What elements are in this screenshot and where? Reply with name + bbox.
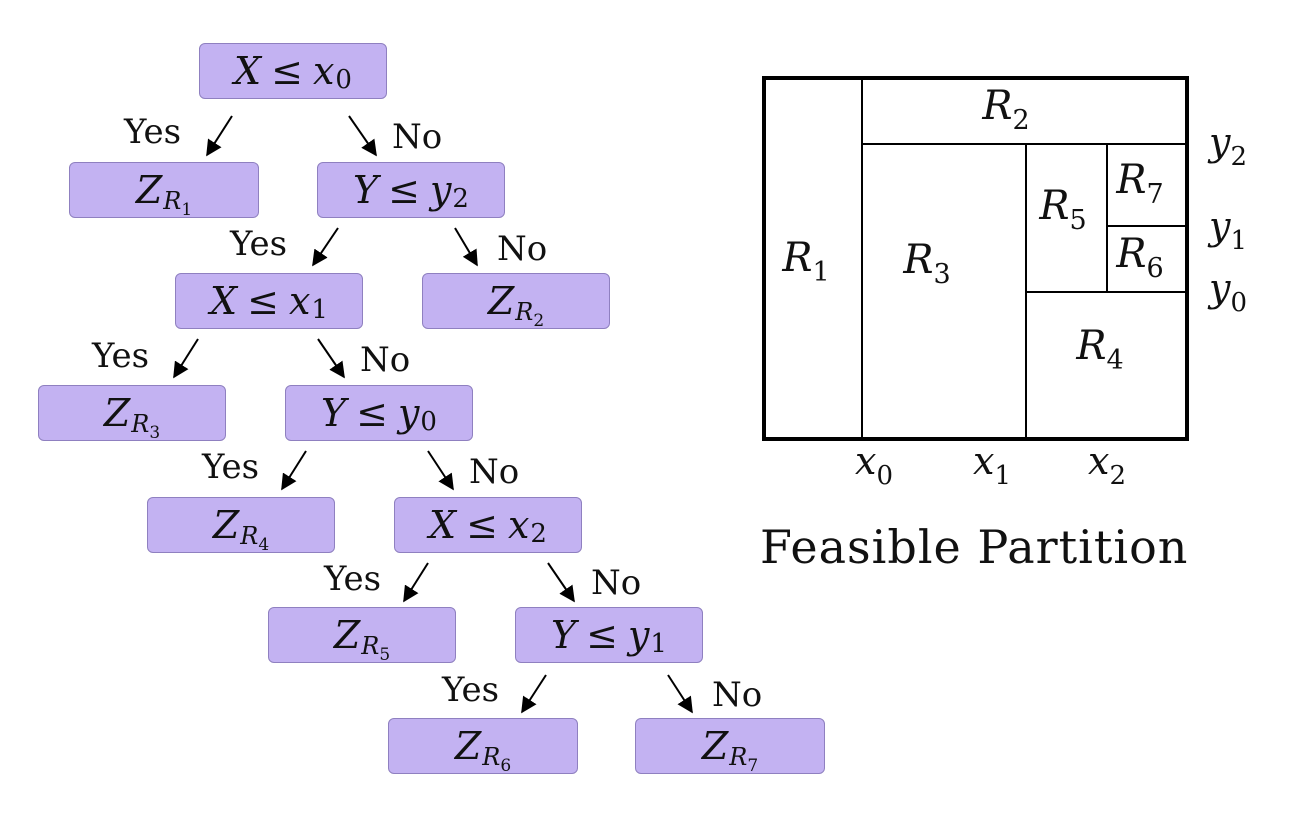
arrow-root-no [348,115,377,157]
leaf-symbol: Z [701,724,729,768]
edge-label-yes: Yes [92,336,150,376]
node-var: Y [551,613,577,657]
leaf-region-subscript: 3 [149,423,161,443]
leaf-region-subscript: 6 [500,756,512,776]
leaf-region-subscript: 1 [181,200,193,220]
region-label-r4: R4 [1076,323,1124,376]
region-label-r1: R1 [782,235,830,288]
edge-label-no: No [712,675,763,715]
region-label-r6: R6 [1116,231,1164,284]
leaf-symbol: Z [212,503,240,547]
leaf-region-subscript: 2 [533,311,545,331]
leaf-region: R [515,298,534,326]
arrow-y1-no [667,674,693,714]
leaf-symbol: Z [135,168,163,212]
leaf-region: R [131,410,150,438]
arrow-x1-no [317,338,345,379]
node-threshold: y [429,168,452,212]
edge-label-no: No [360,340,411,380]
region-label-r3: R3 [903,237,951,290]
node-var: Y [321,391,347,435]
node-relation: ≤ [388,168,420,212]
tick-label-y2: y2 [1208,120,1248,172]
region-label-r2: R2 [982,83,1030,136]
node-threshold-subscript: 1 [311,295,328,325]
node-threshold-subscript: 0 [420,407,437,437]
node-var: Y [353,168,379,212]
leaf-region: R [240,522,259,550]
node-var: X [234,49,262,93]
edge-label-yes: Yes [202,447,260,487]
leaf-region-subscript: 4 [258,535,270,555]
node-relation: ≤ [247,279,279,323]
node-var: X [429,503,457,547]
edge-label-yes: Yes [124,112,182,152]
node-threshold-subscript: 0 [335,65,352,95]
node-threshold-subscript: 2 [452,184,469,214]
edge-label-yes: Yes [324,559,382,599]
arrow-y2-no [454,227,478,267]
tick-label-y1: y1 [1208,204,1248,256]
arrow-y1-yes [521,674,547,714]
leaf-symbol: Z [454,724,482,768]
node-relation: ≤ [271,49,303,93]
partition-outer-box [762,76,1189,441]
node-threshold: y [627,613,650,657]
node-threshold-subscript: 1 [650,629,667,659]
node-threshold-subscript: 2 [530,519,547,549]
region-label-r5: R5 [1039,183,1087,236]
node-relation: ≤ [466,503,498,547]
node-threshold: x [288,279,311,323]
region-label-r7: R7 [1116,157,1164,210]
leaf-region-subscript: 5 [379,645,391,665]
tick-label-x1: x1 [973,439,1011,491]
edge-label-no: No [497,229,548,269]
partition-diagram [762,76,1189,441]
tick-label-x0: x0 [855,439,893,491]
arrow-x1-yes [173,338,199,379]
node-threshold: y [397,391,420,435]
edge-label-no: No [392,117,443,157]
arrow-x2-yes [403,562,429,603]
tick-label-x2: x2 [1088,439,1126,491]
node-var: X [210,279,238,323]
node-relation: ≤ [586,613,618,657]
node-threshold: x [312,49,335,93]
edge-label-no: No [591,563,642,603]
edge-label-yes: Yes [442,670,500,710]
arrow-root-yes [206,115,233,157]
leaf-region: R [482,743,501,771]
edge-label-yes: Yes [230,224,288,264]
arrow-y0-no [427,450,454,491]
tick-label-y0: y0 [1208,266,1248,318]
arrow-y2-yes [312,227,339,267]
leaf-region: R [361,632,380,660]
partition-title: Feasible Partition [760,520,1189,574]
leaf-symbol: Z [487,279,515,323]
node-relation: ≤ [356,391,388,435]
leaf-region-subscript: 7 [747,756,759,776]
leaf-symbol: Z [103,391,131,435]
edge-label-no: No [469,452,520,492]
arrow-y0-yes [281,450,307,491]
leaf-region: R [163,187,182,215]
leaf-region: R [729,743,748,771]
leaf-symbol: Z [333,613,361,657]
node-threshold: x [507,503,530,547]
arrow-x2-no [547,562,575,603]
